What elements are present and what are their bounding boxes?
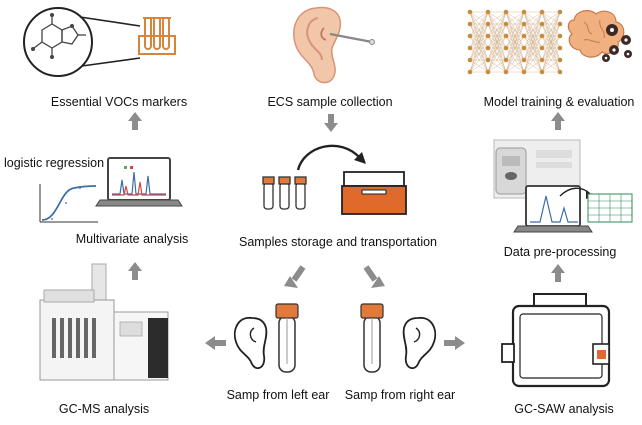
portable-analyzer-icon: [495, 147, 527, 195]
network-node: [521, 33, 527, 39]
label-model: Model training & evaluation: [483, 95, 635, 109]
label-logistic: logistic regression: [4, 156, 105, 170]
test-tubes-icon: [138, 17, 176, 55]
network-node: [539, 21, 545, 27]
label-gcms: GC-MS analysis: [58, 402, 150, 416]
brain-gears-icon: [567, 10, 632, 62]
gc-ms-instrument-icon: [39, 263, 169, 381]
network-node: [521, 21, 527, 27]
network-node: [503, 33, 509, 39]
network-node: [503, 45, 509, 51]
sample-tubes-icon: [262, 176, 307, 210]
arrow-right-gcsaw: [444, 336, 465, 350]
neural-network-icon: [467, 9, 563, 75]
ear-swab-icon: [293, 6, 375, 84]
network-node: [539, 57, 545, 63]
network-node: [485, 33, 491, 39]
network-node: [485, 69, 491, 75]
left-ear-icon: [233, 317, 268, 370]
network-node: [521, 9, 527, 15]
label-gcsaw: GC-SAW analysis: [514, 402, 614, 416]
network-node: [467, 45, 473, 51]
sigmoid-plot-icon: [39, 184, 98, 223]
network-node: [539, 45, 545, 51]
network-node: [557, 45, 563, 51]
swab-tube-icon: [275, 303, 384, 373]
network-node: [521, 45, 527, 51]
label-ecs: ECS sample collection: [267, 95, 393, 109]
label-multivariate: Multivariate analysis: [75, 232, 189, 246]
curved-arrow-icon: [296, 144, 366, 171]
network-node: [557, 69, 563, 75]
network-node: [539, 69, 545, 75]
network-node: [521, 57, 527, 63]
network-node: [557, 21, 563, 27]
molecule-magnifier-icon: [23, 7, 141, 77]
network-node: [467, 9, 473, 15]
network-node: [557, 57, 563, 63]
network-node: [485, 57, 491, 63]
network-node: [467, 33, 473, 39]
arrow-up-multivariate: [128, 262, 142, 280]
network-node: [467, 69, 473, 75]
label-left-ear: Samp from left ear: [226, 388, 330, 402]
arrow-diag-right: [363, 265, 385, 288]
gc-saw-box-icon: [501, 293, 611, 388]
network-node: [521, 69, 527, 75]
arrow-diag-left: [284, 265, 306, 288]
label-preprocessing: Data pre-processing: [503, 245, 617, 259]
arrow-up-vocs: [128, 112, 142, 130]
arrow-down-ecs: [324, 114, 338, 132]
network-node: [467, 21, 473, 27]
network-node: [485, 21, 491, 27]
network-node: [467, 57, 473, 63]
label-vocs: Essential VOCs markers: [50, 95, 188, 109]
label-storage: Samples storage and transportation: [238, 235, 438, 249]
network-node: [557, 33, 563, 39]
storage-box-icon: [341, 171, 407, 215]
laptop-chromatogram-icon: [95, 157, 183, 207]
network-node: [503, 9, 509, 15]
network-node: [539, 33, 545, 39]
label-right-ear: Samp from right ear: [344, 388, 456, 402]
network-node: [503, 57, 509, 63]
network-node: [557, 9, 563, 15]
arrow-up-model: [551, 112, 565, 130]
network-node: [485, 45, 491, 51]
arrow-up-preprocessing: [551, 264, 565, 282]
network-node: [539, 9, 545, 15]
spreadsheet-icon: [587, 193, 633, 223]
network-node: [485, 9, 491, 15]
right-ear-icon: [402, 317, 437, 370]
network-node: [503, 21, 509, 27]
arrow-left-gcms: [205, 336, 226, 350]
laptop-spectrum-icon: [513, 185, 594, 233]
network-node: [503, 69, 509, 75]
